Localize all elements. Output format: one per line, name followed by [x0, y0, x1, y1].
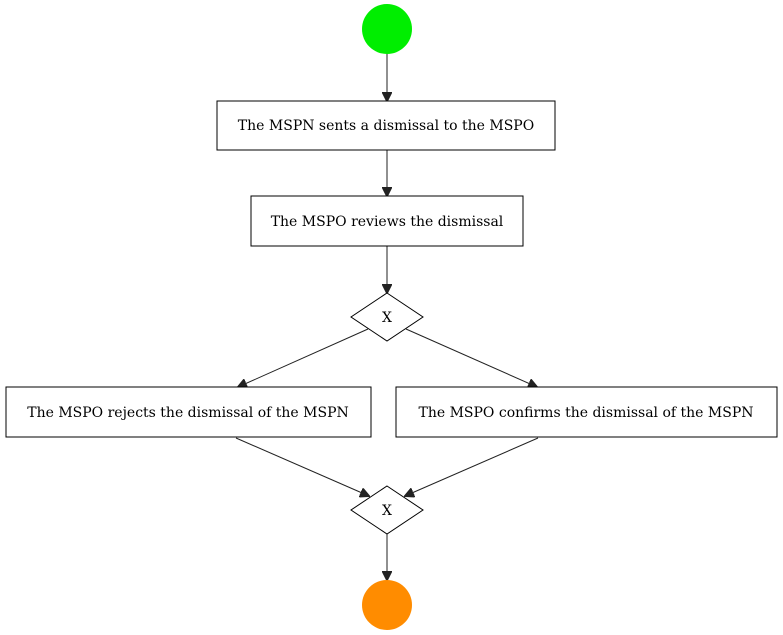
- edge-reject-to-join: [235, 437, 369, 496]
- task-send-dismissal-label: The MSPN sents a dismissal to the MSPO: [238, 118, 534, 134]
- task-review-dismissal-label: The MSPO reviews the dismissal: [271, 214, 504, 230]
- edge-split-to-reject: [238, 328, 369, 387]
- start-event[interactable]: [362, 4, 412, 54]
- task-reject-dismissal[interactable]: The MSPO rejects the dismissal of the MS…: [5, 386, 372, 438]
- gateway-join-label: X: [382, 503, 392, 519]
- task-reject-dismissal-label: The MSPO rejects the dismissal of the MS…: [27, 405, 349, 421]
- gateway-split[interactable]: X: [350, 292, 424, 342]
- task-confirm-dismissal-label: The MSPO confirms the dismissal of the M…: [418, 405, 753, 421]
- task-review-dismissal[interactable]: The MSPO reviews the dismissal: [250, 195, 524, 247]
- gateway-join[interactable]: X: [350, 485, 424, 535]
- gateway-split-label: X: [382, 310, 392, 326]
- task-confirm-dismissal[interactable]: The MSPO confirms the dismissal of the M…: [395, 386, 778, 438]
- end-event[interactable]: [362, 580, 412, 630]
- task-send-dismissal[interactable]: The MSPN sents a dismissal to the MSPO: [216, 100, 556, 151]
- edge-split-to-confirm: [405, 328, 537, 387]
- edge-confirm-to-join: [405, 437, 539, 496]
